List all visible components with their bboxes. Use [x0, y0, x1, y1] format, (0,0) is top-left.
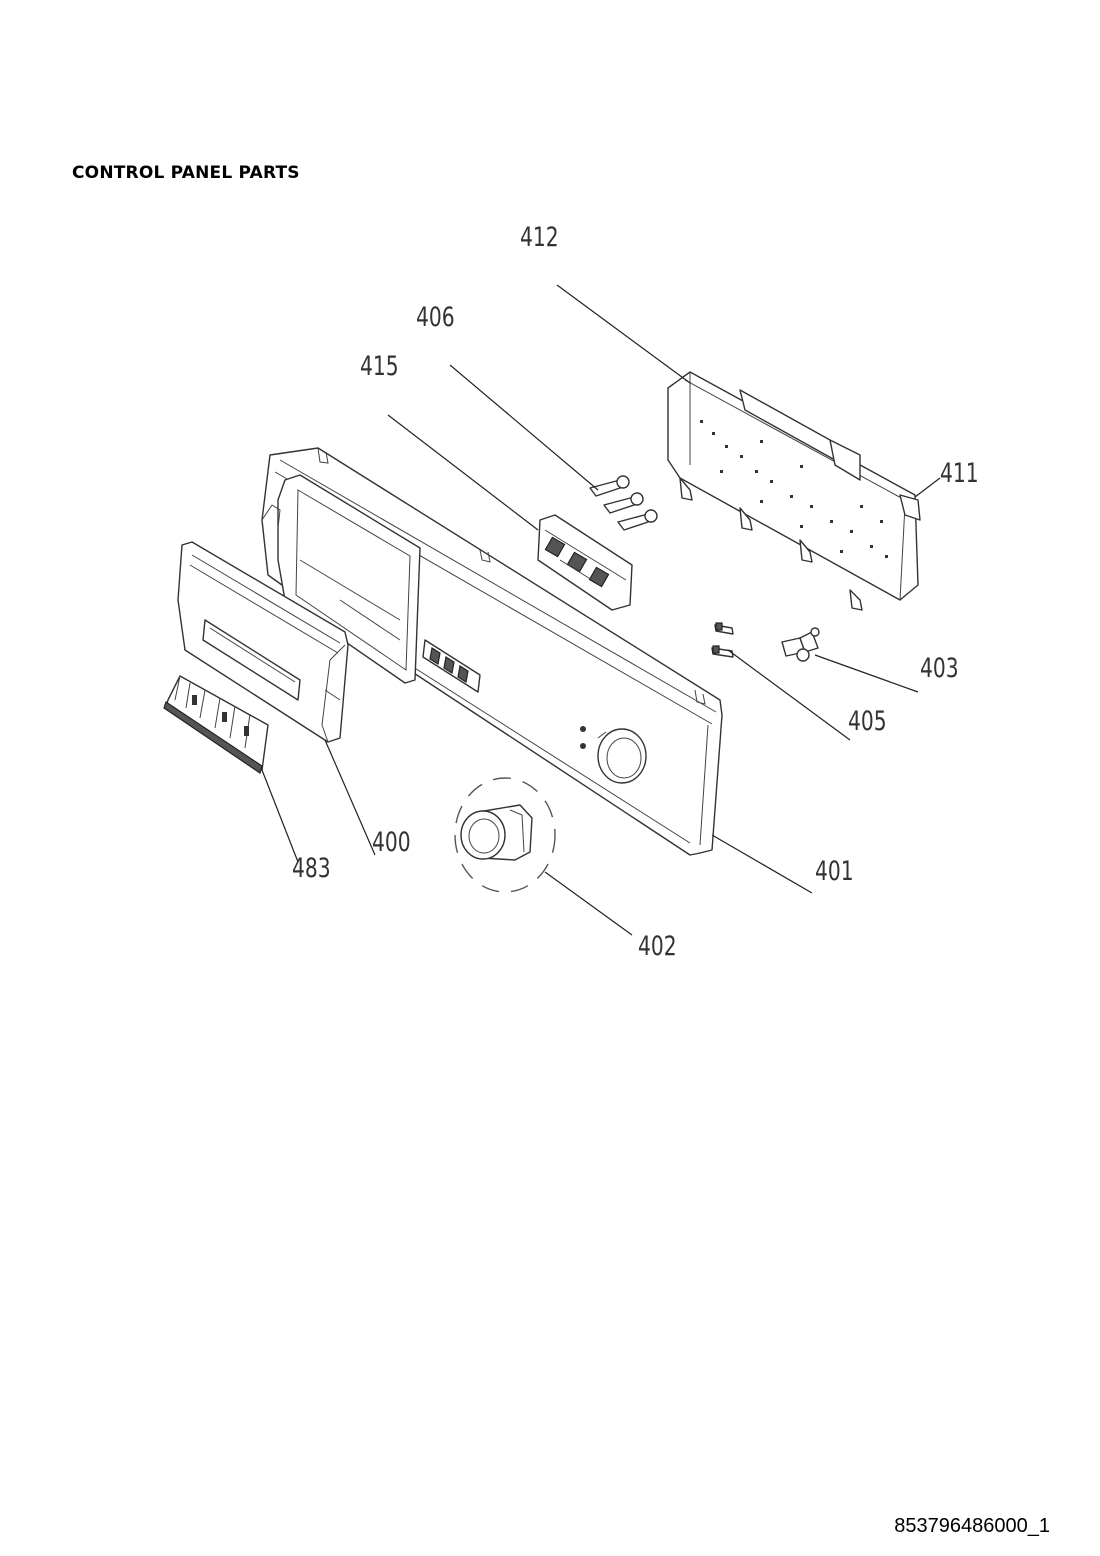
callout-406: 406	[416, 301, 455, 333]
part-400-dispenser-drawer	[177, 541, 349, 743]
part-483-grille-insert	[163, 675, 269, 774]
callout-415: 415	[360, 350, 399, 382]
callout-403: 403	[920, 652, 959, 684]
leader-406	[449, 364, 599, 491]
leader-483	[261, 769, 299, 863]
leader-403	[814, 654, 919, 693]
part-402-selector-knob	[454, 777, 556, 893]
callout-411: 411	[940, 457, 979, 489]
part-403-shaft-coupler	[781, 627, 820, 662]
callout-402: 402	[638, 930, 677, 962]
leader-401	[711, 834, 813, 894]
leader-415	[387, 414, 539, 531]
part-411-electronic-board	[667, 371, 921, 611]
callout-labels: 412 406 415 411 403 405 400 483 401 402	[292, 221, 979, 962]
leader-405	[727, 649, 851, 741]
part-405-light-guides	[711, 622, 734, 658]
leader-400	[324, 739, 376, 856]
page-title: CONTROL PANEL PARTS	[72, 163, 300, 183]
document-code: 853796486000_1	[894, 1515, 1050, 1537]
callout-405: 405	[848, 705, 887, 737]
part-401-control-panel-fascia	[261, 447, 723, 856]
callout-401: 401	[815, 855, 854, 887]
callout-400: 400	[372, 826, 411, 858]
leader-411	[914, 477, 941, 498]
callout-412: 412	[520, 221, 559, 253]
callout-483: 483	[292, 852, 331, 884]
leader-lines	[261, 284, 941, 936]
part-406-push-rods	[589, 475, 658, 531]
part-415-button-block	[537, 514, 633, 611]
leader-412	[556, 284, 691, 384]
leader-402	[544, 871, 633, 936]
